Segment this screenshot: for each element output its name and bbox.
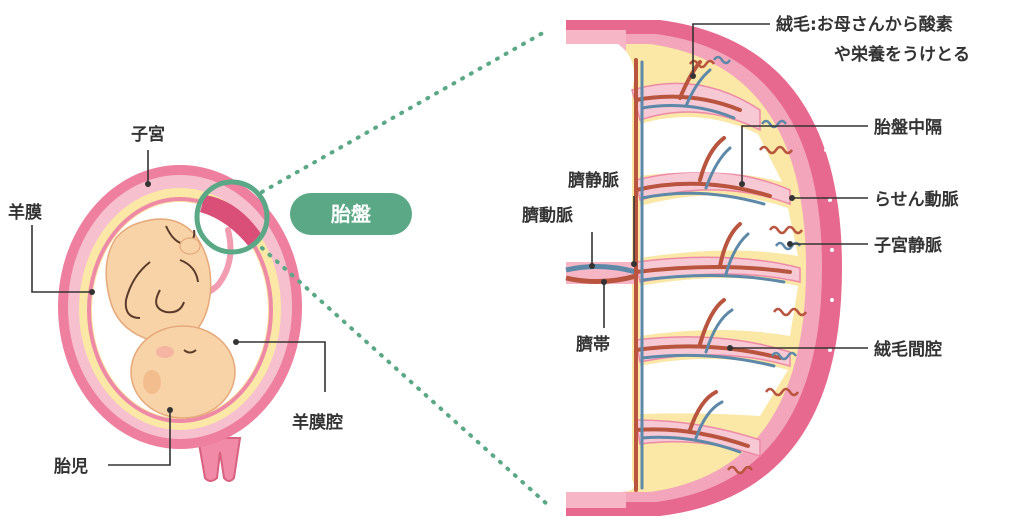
amnion-label: 羊膜 — [8, 202, 42, 223]
placenta-pill: 胎盤 — [290, 193, 412, 235]
uterus-label: 子宮 — [131, 124, 165, 145]
intervillous-space-label: 絨毛間腔 — [874, 339, 942, 360]
fetus-label: 胎児 — [54, 456, 88, 477]
spiral-artery-label: らせん動脈 — [874, 189, 959, 210]
umbilical-vein-label: 臍静脈 — [568, 170, 619, 191]
placental-septum-label: 胎盤中隔 — [874, 117, 942, 138]
umbilical-cord-label: 臍帯 — [576, 334, 610, 355]
villi-label-line2: や栄養をうけとる — [834, 44, 970, 65]
placenta-cross-section — [566, 20, 842, 516]
uterine-vein-label: 子宮静脈 — [874, 235, 942, 256]
zoom-lines — [262, 30, 548, 505]
umbilical-artery-label: 臍動脈 — [522, 205, 573, 226]
placenta-label: 胎盤 — [330, 202, 372, 226]
uterus-illustration — [58, 165, 302, 481]
villi-label-line1: 絨毛:お母さんから酸素 — [776, 14, 953, 35]
amniotic-cavity-label: 羊膜腔 — [292, 412, 343, 433]
